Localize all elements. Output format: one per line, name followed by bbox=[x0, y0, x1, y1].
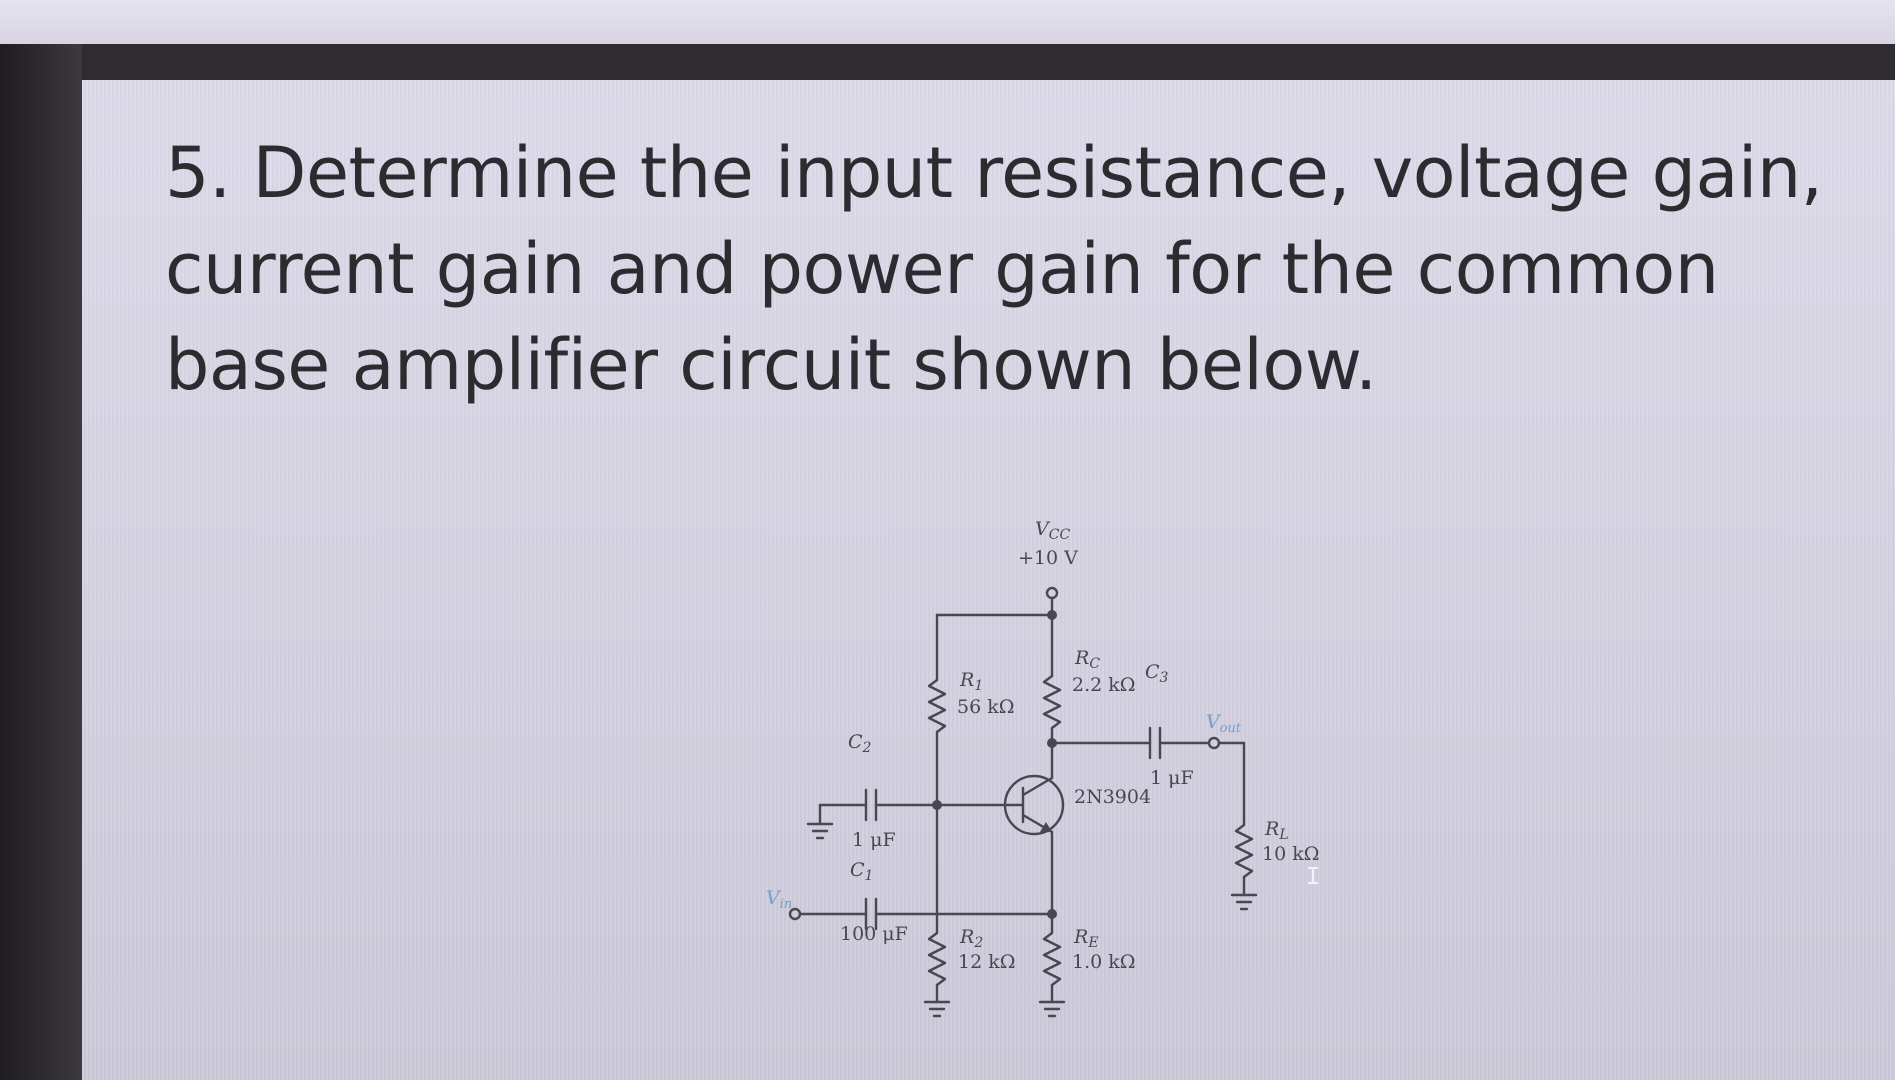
monitor-screen: 5. Determine the input resistance, volta… bbox=[82, 80, 1895, 1080]
junction-dot bbox=[1047, 909, 1057, 919]
c2-label: C2 bbox=[848, 731, 872, 756]
room-background bbox=[0, 0, 1895, 44]
re-label: RE bbox=[1073, 926, 1099, 951]
r1-label: R1 bbox=[959, 669, 983, 694]
ground-symbol bbox=[806, 822, 834, 840]
rl-label: RL bbox=[1264, 818, 1289, 843]
c2-value: 1 μF bbox=[852, 829, 896, 851]
r2-label: R2 bbox=[959, 926, 983, 951]
transistor-label: 2N3904 bbox=[1074, 786, 1151, 808]
junction-dot bbox=[1047, 610, 1057, 620]
rc-value: 2.2 kΩ bbox=[1072, 674, 1136, 696]
vout-label: Vout bbox=[1206, 711, 1242, 736]
ground-symbol bbox=[923, 1000, 951, 1018]
vin-label: Vin bbox=[766, 887, 792, 912]
vout-terminal bbox=[1207, 736, 1221, 750]
monitor-bezel-left bbox=[0, 44, 82, 1080]
vcc-label: VCC bbox=[1035, 518, 1070, 543]
re-resistor bbox=[1042, 931, 1062, 987]
rl-value: 10 kΩ bbox=[1262, 843, 1319, 865]
vcc-terminal bbox=[1045, 586, 1059, 600]
question-text: 5. Determine the input resistance, volta… bbox=[165, 125, 1865, 413]
rl-resistor bbox=[1234, 823, 1254, 879]
monitor-bezel-top bbox=[0, 44, 1895, 80]
c3-label: C3 bbox=[1145, 661, 1169, 686]
question-line: base amplifier circuit shown below. bbox=[165, 324, 1377, 406]
question-line: 5. Determine the input resistance, volta… bbox=[165, 132, 1823, 214]
ground-symbol bbox=[1230, 893, 1258, 911]
rc-resistor bbox=[1042, 674, 1062, 730]
rc-label: RC bbox=[1074, 647, 1100, 672]
c1-value: 100 μF bbox=[840, 923, 908, 945]
re-value: 1.0 kΩ bbox=[1072, 951, 1136, 973]
r1-resistor bbox=[927, 678, 947, 734]
junction-dot bbox=[932, 800, 942, 810]
c1-label: C1 bbox=[850, 859, 873, 884]
c3-capacitor bbox=[1148, 726, 1162, 760]
r2-value: 12 kΩ bbox=[958, 951, 1015, 973]
r2-resistor bbox=[927, 931, 947, 987]
c3-value: 1 μF bbox=[1150, 767, 1194, 789]
question-line: current gain and power gain for the comm… bbox=[165, 228, 1719, 310]
transistor-symbol bbox=[935, 763, 1065, 916]
text-cursor-icon bbox=[1308, 867, 1318, 884]
junction-dot bbox=[1047, 738, 1057, 748]
ground-symbol bbox=[1038, 1000, 1066, 1018]
r1-value: 56 kΩ bbox=[957, 696, 1014, 718]
vcc-value: +10 V bbox=[1018, 547, 1078, 569]
circuit-diagram: VCC +10 V R1 56 kΩ R2 12 kΩ RC 2.2 kΩ RE… bbox=[766, 518, 1319, 1018]
c2-capacitor bbox=[864, 788, 878, 822]
